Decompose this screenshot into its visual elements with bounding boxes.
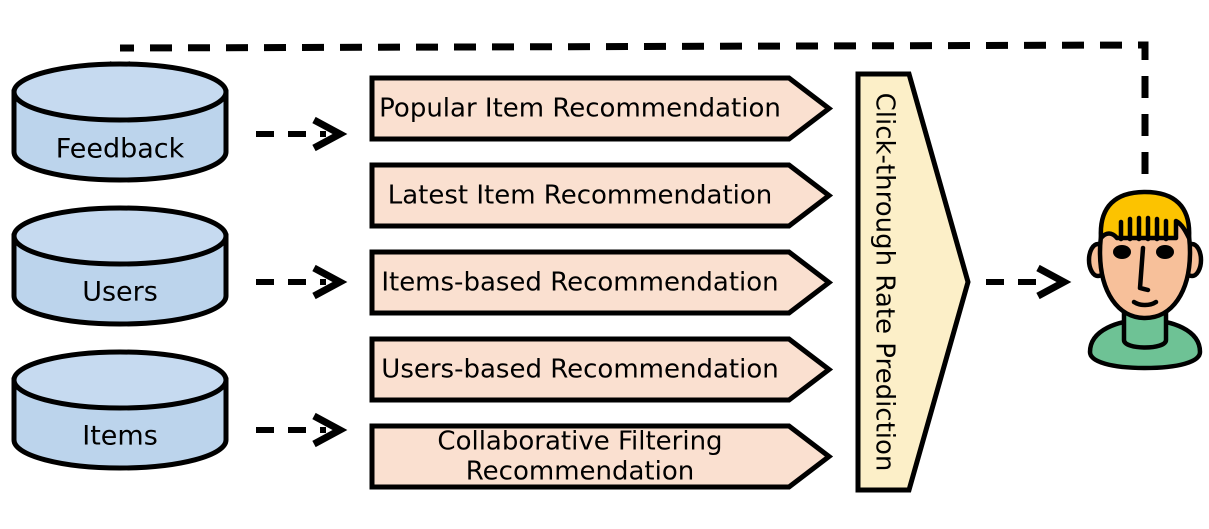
connector-ctr-to-person — [986, 264, 1072, 300]
hair-fringe-icon — [1118, 215, 1169, 242]
datastore-feedback-label: Feedback — [56, 134, 185, 165]
datastore-users[interactable]: Users — [11, 205, 229, 327]
recommender-popular-item-label: Popular Item Recommendation — [379, 94, 781, 124]
datastore-users-label: Users — [82, 277, 158, 308]
recommender-collaborative-filtering-label-line2: Recommendation — [466, 457, 694, 487]
recommender-popular-item[interactable]: Popular Item Recommendation — [369, 75, 834, 142]
ranker-ctr-prediction[interactable]: Click-through Rate Prediction — [855, 71, 971, 493]
nose-icon — [1137, 245, 1151, 293]
recommender-items-based-label: Items-based Recommendation — [381, 268, 778, 298]
connector-users-to-recommenders — [256, 264, 348, 300]
datastore-feedback[interactable]: Feedback — [11, 61, 229, 183]
connector-feedback-to-recommenders — [256, 116, 348, 152]
recommender-latest-item-label: Latest Item Recommendation — [388, 181, 773, 211]
recommender-collaborative-filtering[interactable]: Collaborative Filtering Recommendation — [369, 423, 834, 490]
datastore-items-label: Items — [82, 421, 158, 452]
user-person-avatar[interactable] — [1086, 189, 1204, 371]
recommender-items-based[interactable]: Items-based Recommendation — [369, 249, 834, 316]
ranker-ctr-prediction-label: Click-through Rate Prediction — [870, 93, 900, 472]
recommender-collaborative-filtering-label-line1: Collaborative Filtering — [437, 427, 722, 457]
recommender-latest-item[interactable]: Latest Item Recommendation — [369, 162, 834, 229]
connector-items-to-recommenders — [256, 412, 348, 448]
eye-right-icon — [1156, 245, 1174, 259]
datastore-items[interactable]: Items — [11, 349, 229, 471]
recommender-users-based-label: Users-based Recommendation — [381, 355, 778, 385]
eye-left-icon — [1113, 245, 1131, 259]
mouth-icon — [1131, 299, 1159, 308]
recommender-users-based[interactable]: Users-based Recommendation — [369, 336, 834, 403]
